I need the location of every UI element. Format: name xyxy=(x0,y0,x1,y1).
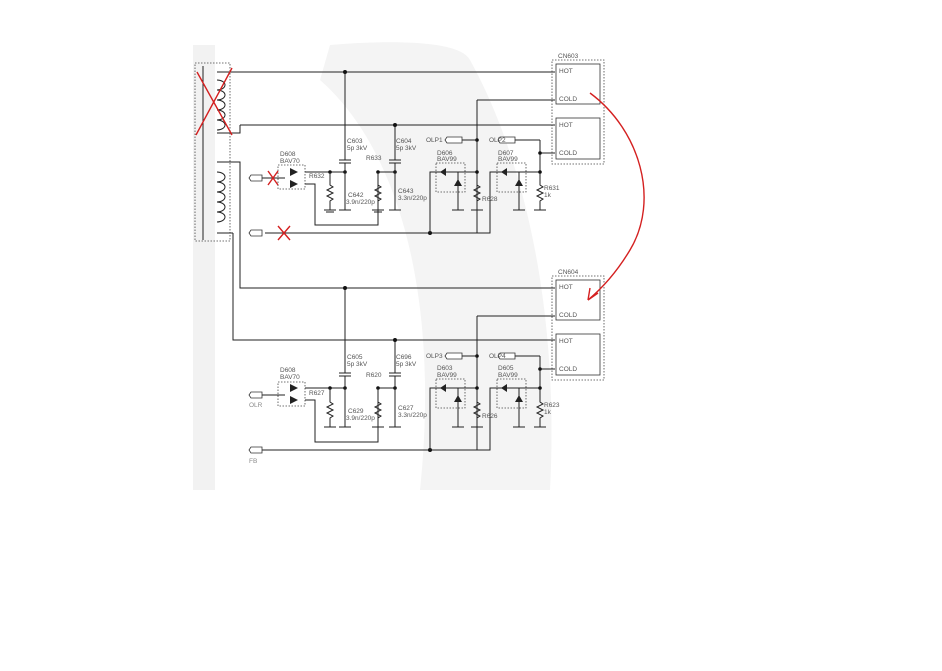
top-section: D608 BAV70 C603 5p 3kV C604 5p 3kV R632 … xyxy=(248,136,560,237)
svg-text:COLD: COLD xyxy=(559,96,577,103)
svg-text:5p 3kV: 5p 3kV xyxy=(347,145,368,152)
svg-text:COLD: COLD xyxy=(559,312,577,319)
svg-text:1k: 1k xyxy=(544,409,552,416)
svg-text:BAV99: BAV99 xyxy=(498,372,518,379)
svg-text:5p 3kV: 5p 3kV xyxy=(347,361,368,368)
svg-text:HOT: HOT xyxy=(559,68,573,75)
svg-text:HOT: HOT xyxy=(559,284,573,291)
transformer xyxy=(194,62,241,242)
svg-text:BAV70: BAV70 xyxy=(280,158,300,165)
connector-cn603: CN603 HOT COLD HOT COLD xyxy=(551,53,605,165)
connector-cn604: CN604 HOT COLD HOT COLD xyxy=(551,269,605,381)
svg-text:1k: 1k xyxy=(544,192,552,199)
svg-text:C603: C603 xyxy=(347,138,363,145)
strikeout-d608-input xyxy=(267,170,279,186)
watermark xyxy=(193,42,552,490)
svg-text:CN604: CN604 xyxy=(558,269,579,276)
svg-text:BAV70: BAV70 xyxy=(280,374,300,381)
svg-text:3.9n/220p: 3.9n/220p xyxy=(346,415,375,422)
svg-text:BAV99: BAV99 xyxy=(498,156,518,163)
svg-text:C629: C629 xyxy=(348,408,364,415)
upper-winding xyxy=(216,71,241,134)
top-wires xyxy=(232,70,555,341)
strikeout-transformer xyxy=(195,67,233,136)
bottom-section: D608 BAV70 C605 5p 3kV C696 5p 3kV R627 … xyxy=(248,286,560,465)
svg-text:C627: C627 xyxy=(398,405,414,412)
svg-text:5p 3kV: 5p 3kV xyxy=(396,361,417,368)
svg-text:D607: D607 xyxy=(498,150,514,157)
svg-text:R631: R631 xyxy=(544,185,560,192)
svg-text:BAV99: BAV99 xyxy=(437,372,457,379)
svg-text:COLD: COLD xyxy=(559,366,577,373)
svg-text:FB: FB xyxy=(249,458,257,465)
svg-text:5p 3kV: 5p 3kV xyxy=(396,145,417,152)
svg-text:COLD: COLD xyxy=(559,150,577,157)
svg-text:OLP4: OLP4 xyxy=(489,353,506,360)
svg-text:C605: C605 xyxy=(347,354,363,361)
lower-winding xyxy=(216,161,233,234)
svg-text:R623: R623 xyxy=(544,402,560,409)
svg-text:R632: R632 xyxy=(309,173,325,180)
svg-text:R633: R633 xyxy=(366,155,382,162)
svg-text:BAV99: BAV99 xyxy=(437,156,457,163)
red-annotations xyxy=(195,67,645,301)
svg-text:C696: C696 xyxy=(396,354,412,361)
svg-text:C604: C604 xyxy=(396,138,412,145)
svg-text:D605: D605 xyxy=(498,365,514,372)
svg-text:3.3n/220p: 3.3n/220p xyxy=(398,195,427,202)
svg-text:D608: D608 xyxy=(280,367,296,374)
svg-text:D606: D606 xyxy=(437,150,453,157)
svg-text:R628: R628 xyxy=(482,196,498,203)
svg-text:OLR: OLR xyxy=(249,402,263,409)
strikeout-lower-input xyxy=(277,225,291,241)
svg-text:HOT: HOT xyxy=(559,122,573,129)
svg-text:D603: D603 xyxy=(437,365,453,372)
svg-text:3.3n/220p: 3.3n/220p xyxy=(398,412,427,419)
svg-text:R620: R620 xyxy=(366,372,382,379)
svg-text:HOT: HOT xyxy=(559,338,573,345)
svg-text:C642: C642 xyxy=(348,192,364,199)
svg-text:3.9n/220p: 3.9n/220p xyxy=(346,199,375,206)
svg-text:OLP3: OLP3 xyxy=(426,353,443,360)
svg-text:OLP2: OLP2 xyxy=(489,137,506,144)
red-arrow xyxy=(587,92,645,301)
svg-text:CN603: CN603 xyxy=(558,53,579,60)
svg-text:C643: C643 xyxy=(398,188,414,195)
svg-text:R626: R626 xyxy=(482,413,498,420)
svg-text:R627: R627 xyxy=(309,390,325,397)
svg-text:OLP1: OLP1 xyxy=(426,137,443,144)
svg-text:D608: D608 xyxy=(280,151,296,158)
